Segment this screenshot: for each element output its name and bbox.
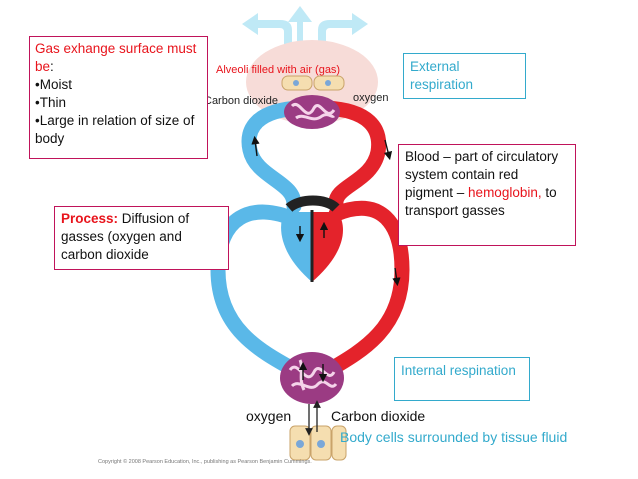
hemoglobin-term: hemoglobin, — [468, 185, 542, 200]
requirement-thin: •Thin — [35, 95, 66, 110]
process-box: Process: Diffusion of gasses (oxygen and… — [54, 206, 229, 270]
body-cells — [289, 425, 347, 461]
heart — [281, 195, 343, 282]
internal-respiration-box: Internal respination — [394, 357, 530, 401]
external-respiration-box: External respiration — [403, 53, 526, 99]
tissue-capillary-bed — [280, 352, 344, 404]
gas-exchange-requirements-box: Gas exhange surface must be: •Moist •Thi… — [29, 36, 208, 159]
gas-diffusion-arrows — [305, 400, 321, 436]
blood-text: Blood – part of circulatory system conta… — [405, 149, 559, 200]
deoxygenated-blood-vessels — [210, 100, 308, 380]
air-flow-arrow — [242, 6, 368, 48]
gas-exchange-heading: Gas exhange surface must be: — [35, 41, 197, 74]
oxygen-bottom-label: oxygen — [246, 408, 292, 424]
carbon-dioxide-bottom-label: Carbon dioxide — [331, 408, 426, 424]
copyright-text: Copyright © 2008 Pearson Education, Inc.… — [98, 459, 312, 465]
oxygenated-blood-vessels — [318, 100, 410, 380]
carbon-dioxide-top-label: Carbon dioxide — [204, 95, 278, 107]
requirement-moist: •Moist — [35, 77, 72, 92]
body-cells-label: Body cells surrounded by tissue fluid — [340, 429, 568, 445]
oxygen-top-label: oxygen — [353, 92, 389, 104]
alveoli-label: Alveoli filled with air (gas) — [216, 64, 341, 76]
flow-arrows — [251, 135, 401, 383]
blood-text-end: to transport gasses — [405, 185, 557, 218]
process-text: Diffusion of gasses (oxygen and carbon d… — [61, 211, 190, 262]
requirement-large-surface: •Large in relation of size of body — [35, 113, 195, 146]
blood-info-box: Blood – part of circulatory system conta… — [398, 144, 576, 246]
alveoli-air-sacs — [281, 75, 345, 91]
lung-capillary-bed — [284, 95, 340, 129]
internal-respiration-text: Internal respination — [401, 363, 516, 378]
process-label: Process: — [61, 211, 119, 226]
external-respiration-text: External respiration — [410, 59, 474, 92]
